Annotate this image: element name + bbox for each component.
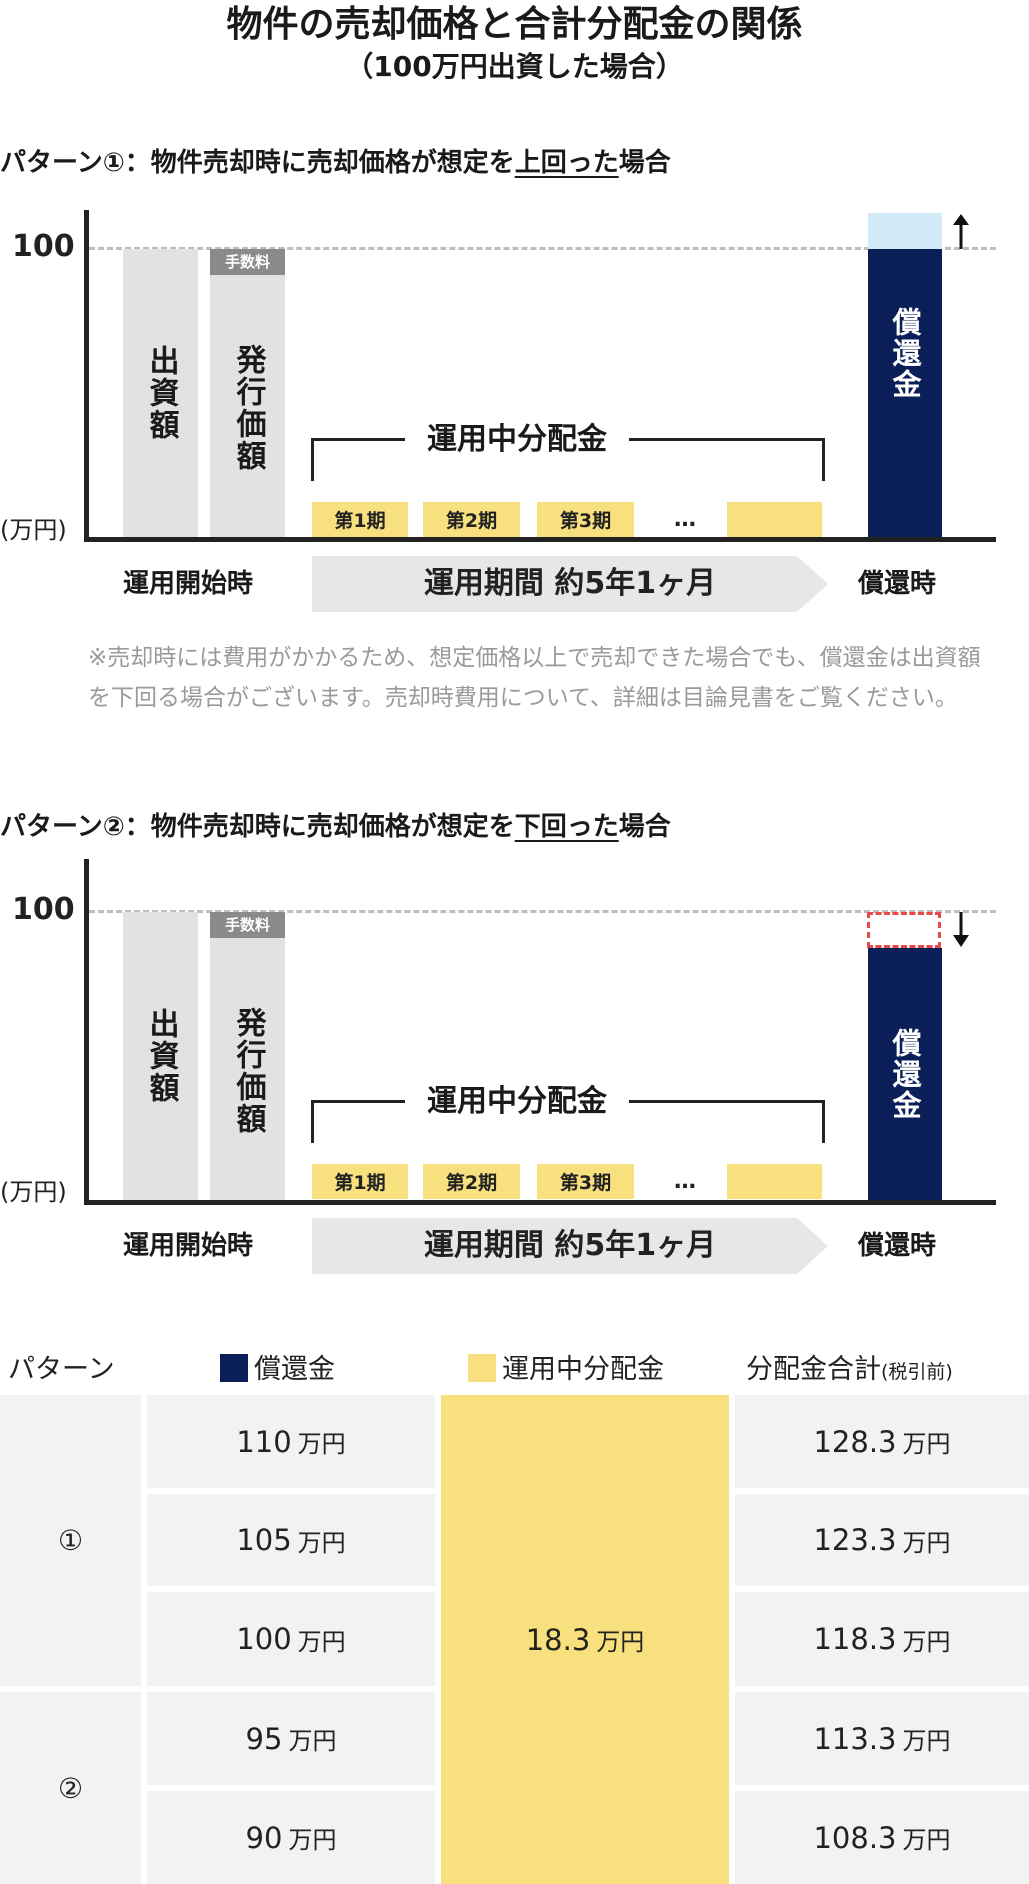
distribution-group-label: 運用中分配金 <box>405 1084 629 1120</box>
timeline-period-band: 運用期間 約5年1ヶ月 <box>312 1218 828 1274</box>
table-header-total: 分配金合計(税引前) <box>746 1354 953 1385</box>
fee-label: 手数料 <box>210 912 285 938</box>
period-3-bar: 第3期 <box>537 1164 634 1199</box>
page-title: 物件の売却価格と合計分配金の関係 <box>226 4 803 45</box>
table-header-distribution: 運用中分配金 <box>468 1352 664 1388</box>
x-axis <box>84 537 996 542</box>
y-tick-100: 100 <box>12 892 75 927</box>
period-1-bar: 第1期 <box>312 1164 408 1199</box>
period-3-bar: 第3期 <box>537 502 634 537</box>
page-subtitle: （100万円出資した場合） <box>345 50 684 83</box>
reference-line-100 <box>89 910 996 913</box>
issue-price-bar: 発行価額 <box>210 912 285 1200</box>
ellipsis: … <box>674 1169 696 1194</box>
pattern2-chart: 100 (万円) 出資額 発行価額 手数料 運用中分配金 第1期 第2期 第3期… <box>0 0 1029 1206</box>
investment-bar: 出資額 <box>123 912 198 1200</box>
period-last-bar <box>727 1164 822 1199</box>
distribution-group-label: 運用中分配金 <box>405 422 629 458</box>
table-header-pattern: パターン <box>8 1354 115 1385</box>
y-axis <box>84 210 89 541</box>
period-2-bar: 第2期 <box>423 1164 520 1199</box>
footnote: ※売却時には費用がかかるため、想定価格以上で売却できた場合でも、償還金は出資額を… <box>88 645 981 711</box>
redemption-shortfall <box>867 912 941 948</box>
timeline-end: 償還時 <box>858 569 937 599</box>
period-last-bar <box>727 502 822 537</box>
x-axis <box>84 1200 996 1205</box>
arrow-down-icon <box>953 912 969 947</box>
table-header-redemption: 償還金 <box>220 1352 335 1388</box>
reference-line-100 <box>89 247 996 250</box>
pattern1-heading: パターン①：物件売却時に売却価格が想定を上回った場合 <box>0 148 671 178</box>
redemption-legend-swatch <box>220 1354 248 1382</box>
ellipsis: … <box>674 507 696 532</box>
pattern1-chart: 100 (万円) 出資額 発行価額 手数料 運用中分配金 第1期 第2期 第3期… <box>0 0 1029 544</box>
timeline-period-band: 運用期間 約5年1ヶ月 <box>312 556 828 612</box>
pattern2-heading: パターン②：物件売却時に売却価格が想定を下回った場合 <box>0 812 671 842</box>
y-tick-100: 100 <box>12 229 75 264</box>
redemption-bar: 償還金 <box>868 948 942 1200</box>
period-2-bar: 第2期 <box>423 502 520 537</box>
arrow-up-icon <box>953 214 969 249</box>
y-axis <box>84 859 89 1204</box>
issue-price-bar: 発行価額 <box>210 249 285 537</box>
pattern2-heading-emphasis: 下回った <box>514 812 619 842</box>
distribution-legend-swatch <box>468 1354 496 1382</box>
y-unit-label: (万円) <box>0 516 67 544</box>
pattern1-heading-emphasis: 上回った <box>514 148 619 178</box>
y-unit-label: (万円) <box>0 1178 67 1206</box>
pattern-group-1: ① <box>0 1395 141 1686</box>
timeline-end: 償還時 <box>858 1231 937 1261</box>
investment-bar: 出資額 <box>123 249 198 537</box>
timeline-start: 運用開始時 <box>123 1231 254 1261</box>
redemption-bar: 償還金 <box>868 249 942 537</box>
period-1-bar: 第1期 <box>312 502 408 537</box>
pattern-group-2: ② <box>0 1692 141 1884</box>
fee-label: 手数料 <box>210 249 285 275</box>
timeline-start: 運用開始時 <box>123 569 254 599</box>
redemption-excess <box>868 213 942 249</box>
